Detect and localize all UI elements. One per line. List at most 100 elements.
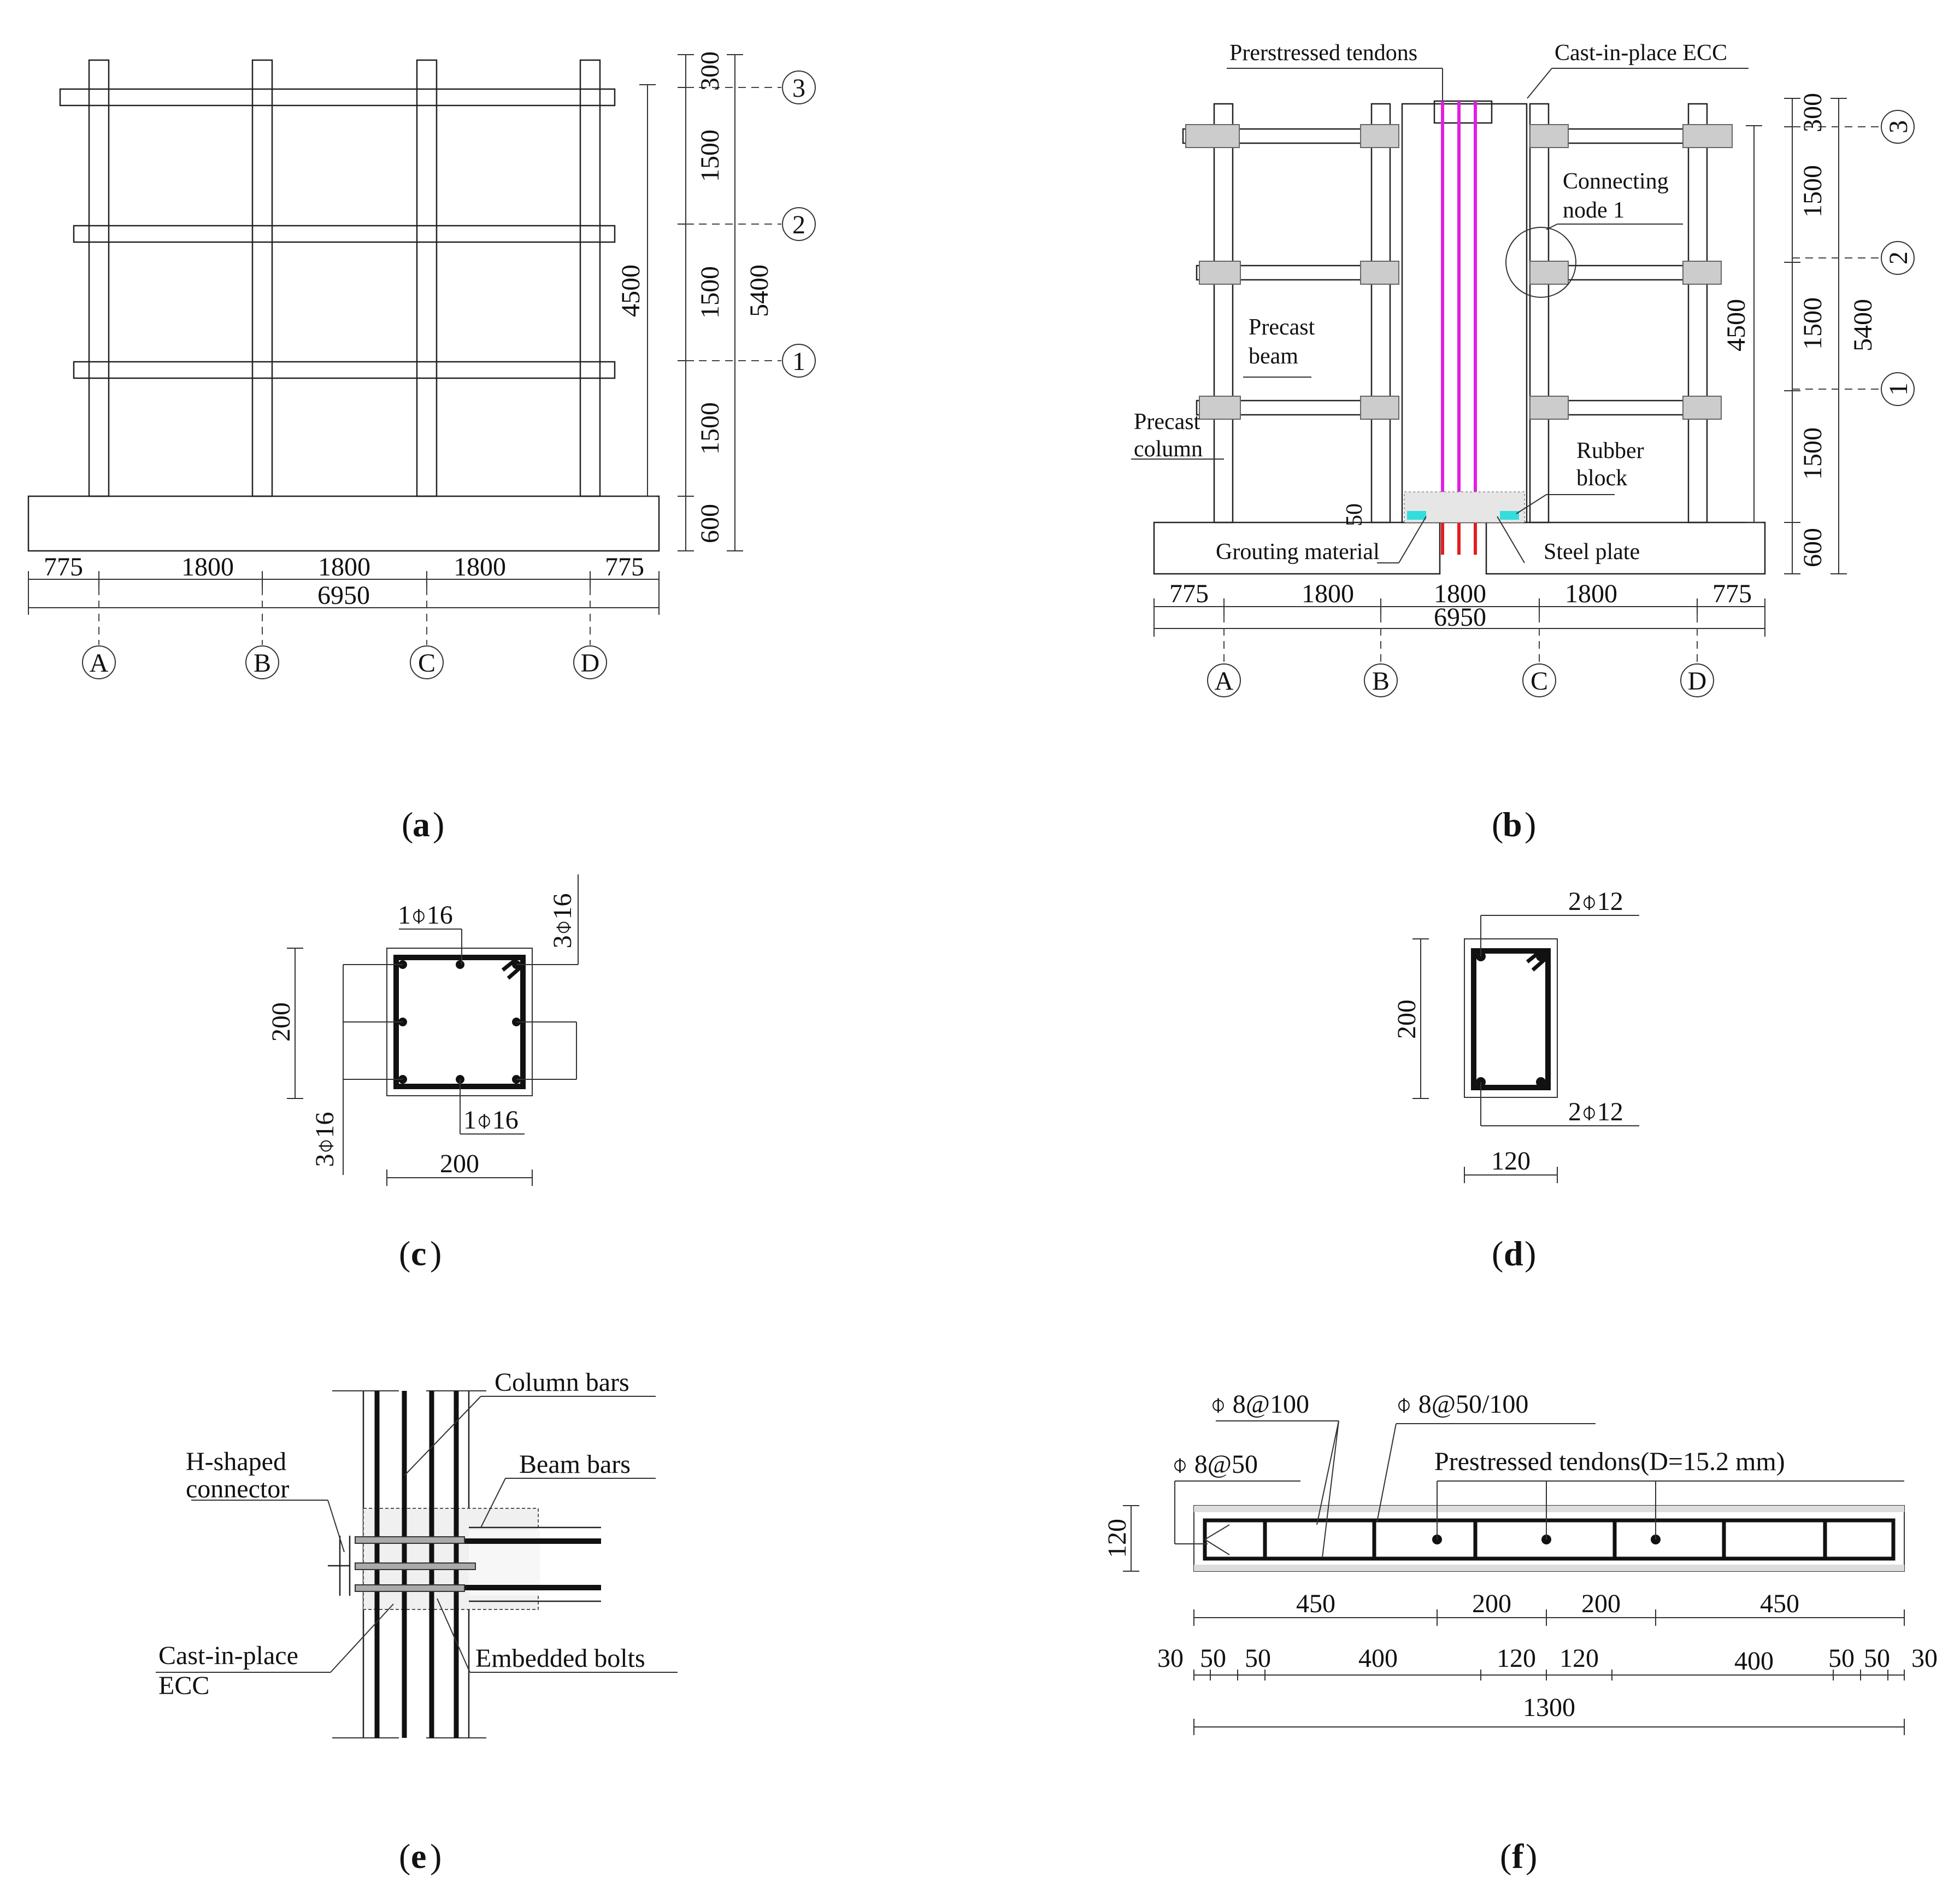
- dim-b-775-left: 775: [1169, 579, 1209, 608]
- dim-b-total: 6950: [1434, 603, 1486, 632]
- label-beam-bars: Beam bars: [519, 1450, 631, 1479]
- svg-text:): ): [430, 1234, 442, 1273]
- axis-bubble-a: A: [90, 649, 109, 678]
- svg-text:): ): [433, 805, 444, 844]
- axis-bubble-c: C: [418, 649, 435, 678]
- dim-a-1800-2: 1800: [318, 553, 370, 581]
- panel-d-labels: 2⌽12 2⌽12 200 120: [1392, 887, 1623, 1176]
- panel-a-caption: ( a ): [402, 805, 444, 844]
- label-h-connector-a: H-shaped: [186, 1447, 286, 1476]
- panel-f-slab-section: [1123, 1420, 1905, 1735]
- dim-c-width: 200: [440, 1149, 479, 1178]
- panel-d-caption: ( d ): [1492, 1234, 1536, 1273]
- label-cast-in-place-ecc: Cast-in-place ECC: [1555, 40, 1727, 66]
- dim-f-row2-1: 50: [1200, 1644, 1226, 1673]
- label-prestressed-tendons: Prerstressed tendons: [1229, 40, 1417, 66]
- label-prestressed-tendons-f: Prestressed tendons(D=15.2 mm): [1434, 1447, 1785, 1476]
- dim-a-600: 600: [696, 504, 725, 543]
- panel-a-frame-elevation: [27, 54, 816, 679]
- panel-e-caption: ( e ): [399, 1837, 442, 1876]
- label-column-bars: Column bars: [495, 1368, 629, 1397]
- panel-e-joint-detail: [156, 1390, 678, 1738]
- panel-c-column-section: [287, 874, 579, 1186]
- caption-b-letter: b: [1503, 805, 1522, 844]
- caption-c-letter: c: [411, 1234, 426, 1273]
- label-rubber-block-a: Rubber: [1576, 438, 1644, 463]
- svg-text:): ): [430, 1837, 442, 1876]
- dim-b-300: 300: [1798, 93, 1827, 132]
- panel-c-caption: ( c ): [399, 1234, 442, 1273]
- label-precast-column-b: column: [1134, 437, 1203, 462]
- axis-bubble-b-b: B: [1372, 667, 1390, 696]
- label-c-top-bar: 1⌽16: [398, 901, 453, 930]
- dim-f-row1-2: 200: [1581, 1589, 1621, 1618]
- dim-f-height: 120: [1103, 1519, 1132, 1558]
- dim-b-775-right: 775: [1712, 579, 1752, 608]
- label-stirrup-100: ⌽ 8@100: [1210, 1390, 1309, 1419]
- dim-f-row2-5: 120: [1559, 1644, 1599, 1673]
- label-precast-beam-b: beam: [1249, 344, 1298, 369]
- caption-a-letter: a: [413, 805, 430, 844]
- dim-b-1800-1: 1800: [1302, 579, 1354, 608]
- dim-a-1500-top: 1500: [696, 130, 725, 182]
- axis-bubble-b-c: C: [1531, 667, 1548, 696]
- label-embedded-bolts: Embedded bolts: [475, 1644, 645, 1673]
- dim-f-row2-9: 30: [1911, 1644, 1938, 1673]
- dim-b-1800-2: 1800: [1434, 579, 1486, 608]
- dim-f-row2-3: 400: [1358, 1644, 1398, 1673]
- panel-b-frame-elevation: [1131, 68, 1915, 697]
- dim-f-row1-0: 450: [1296, 1589, 1335, 1618]
- dim-c-height: 200: [267, 1002, 296, 1042]
- label-c-left-bars: 3⌽16: [310, 1112, 339, 1167]
- dim-a-775-right: 775: [605, 553, 644, 581]
- axis-bubble-b-a: A: [1215, 667, 1234, 696]
- dim-b-600: 600: [1798, 528, 1827, 567]
- dim-a-1800-3: 1800: [454, 553, 506, 581]
- label-d-top-bars: 2⌽12: [1568, 887, 1623, 916]
- caption-e-letter: e: [411, 1837, 426, 1876]
- svg-text:): ): [1526, 1837, 1537, 1876]
- dim-f-row2-7: 50: [1828, 1644, 1855, 1673]
- dim-a-4500: 4500: [616, 265, 645, 317]
- panel-b-labels: Prerstressed tendons Cast-in-place ECC C…: [1134, 40, 1913, 696]
- svg-text:(: (: [402, 805, 413, 844]
- label-connecting-node-1a: Connecting: [1563, 169, 1669, 194]
- label-c-bottom-bar: 1⌽16: [463, 1106, 519, 1135]
- level-bubble-b-3: 3: [1884, 120, 1913, 133]
- level-bubble-1: 1: [792, 347, 805, 376]
- label-d-bottom-bars: 2⌽12: [1568, 1097, 1623, 1126]
- dim-d-height: 200: [1392, 1000, 1421, 1039]
- dim-a-300: 300: [696, 51, 725, 91]
- dim-b-1500-bot: 1500: [1798, 427, 1827, 480]
- panel-a-labels: 775 1800 1800 1800 775 6950 A B C D 3 2 …: [44, 51, 805, 678]
- dim-a-1500-bot: 1500: [696, 402, 725, 455]
- dim-f-row1-3: 450: [1760, 1589, 1799, 1618]
- dim-f-row2-0: 30: [1157, 1644, 1184, 1673]
- panel-f-labels: ⌽ 8@100 ⌽ 8@50/100 ⌽ 8@50 Prestressed te…: [1103, 1390, 1938, 1722]
- dim-d-width: 120: [1491, 1147, 1531, 1176]
- axis-bubble-b: B: [254, 649, 271, 678]
- axis-bubble-d: D: [581, 649, 600, 678]
- dim-a-1500-mid: 1500: [696, 266, 725, 319]
- dim-a-1800-1: 1800: [181, 553, 234, 581]
- dim-a-775-left: 775: [44, 553, 83, 581]
- dim-f-row2-2: 50: [1245, 1644, 1271, 1673]
- svg-text:(: (: [1492, 1234, 1503, 1273]
- dim-f-row2-8: 50: [1864, 1644, 1890, 1673]
- svg-text:(: (: [399, 1234, 410, 1273]
- label-connecting-node-1b: node 1: [1563, 198, 1624, 223]
- axis-bubble-b-d: D: [1688, 667, 1707, 696]
- label-precast-beam-a: Precast: [1249, 315, 1315, 340]
- label-ecc-b: ECC: [158, 1671, 209, 1700]
- svg-text:): ): [1525, 1234, 1536, 1273]
- dim-f-row2-6: 400: [1734, 1647, 1774, 1676]
- label-ecc-a: Cast-in-place: [158, 1641, 298, 1670]
- dim-f-row1-1: 200: [1472, 1589, 1511, 1618]
- label-rubber-block-b: block: [1576, 466, 1627, 491]
- level-bubble-b-2: 2: [1884, 251, 1913, 265]
- dim-a-total: 6950: [317, 581, 370, 610]
- label-precast-column-a: Precast: [1134, 409, 1200, 434]
- panel-b-caption: ( b ): [1492, 805, 1536, 844]
- label-stirrup-50: ⌽ 8@50: [1172, 1450, 1258, 1479]
